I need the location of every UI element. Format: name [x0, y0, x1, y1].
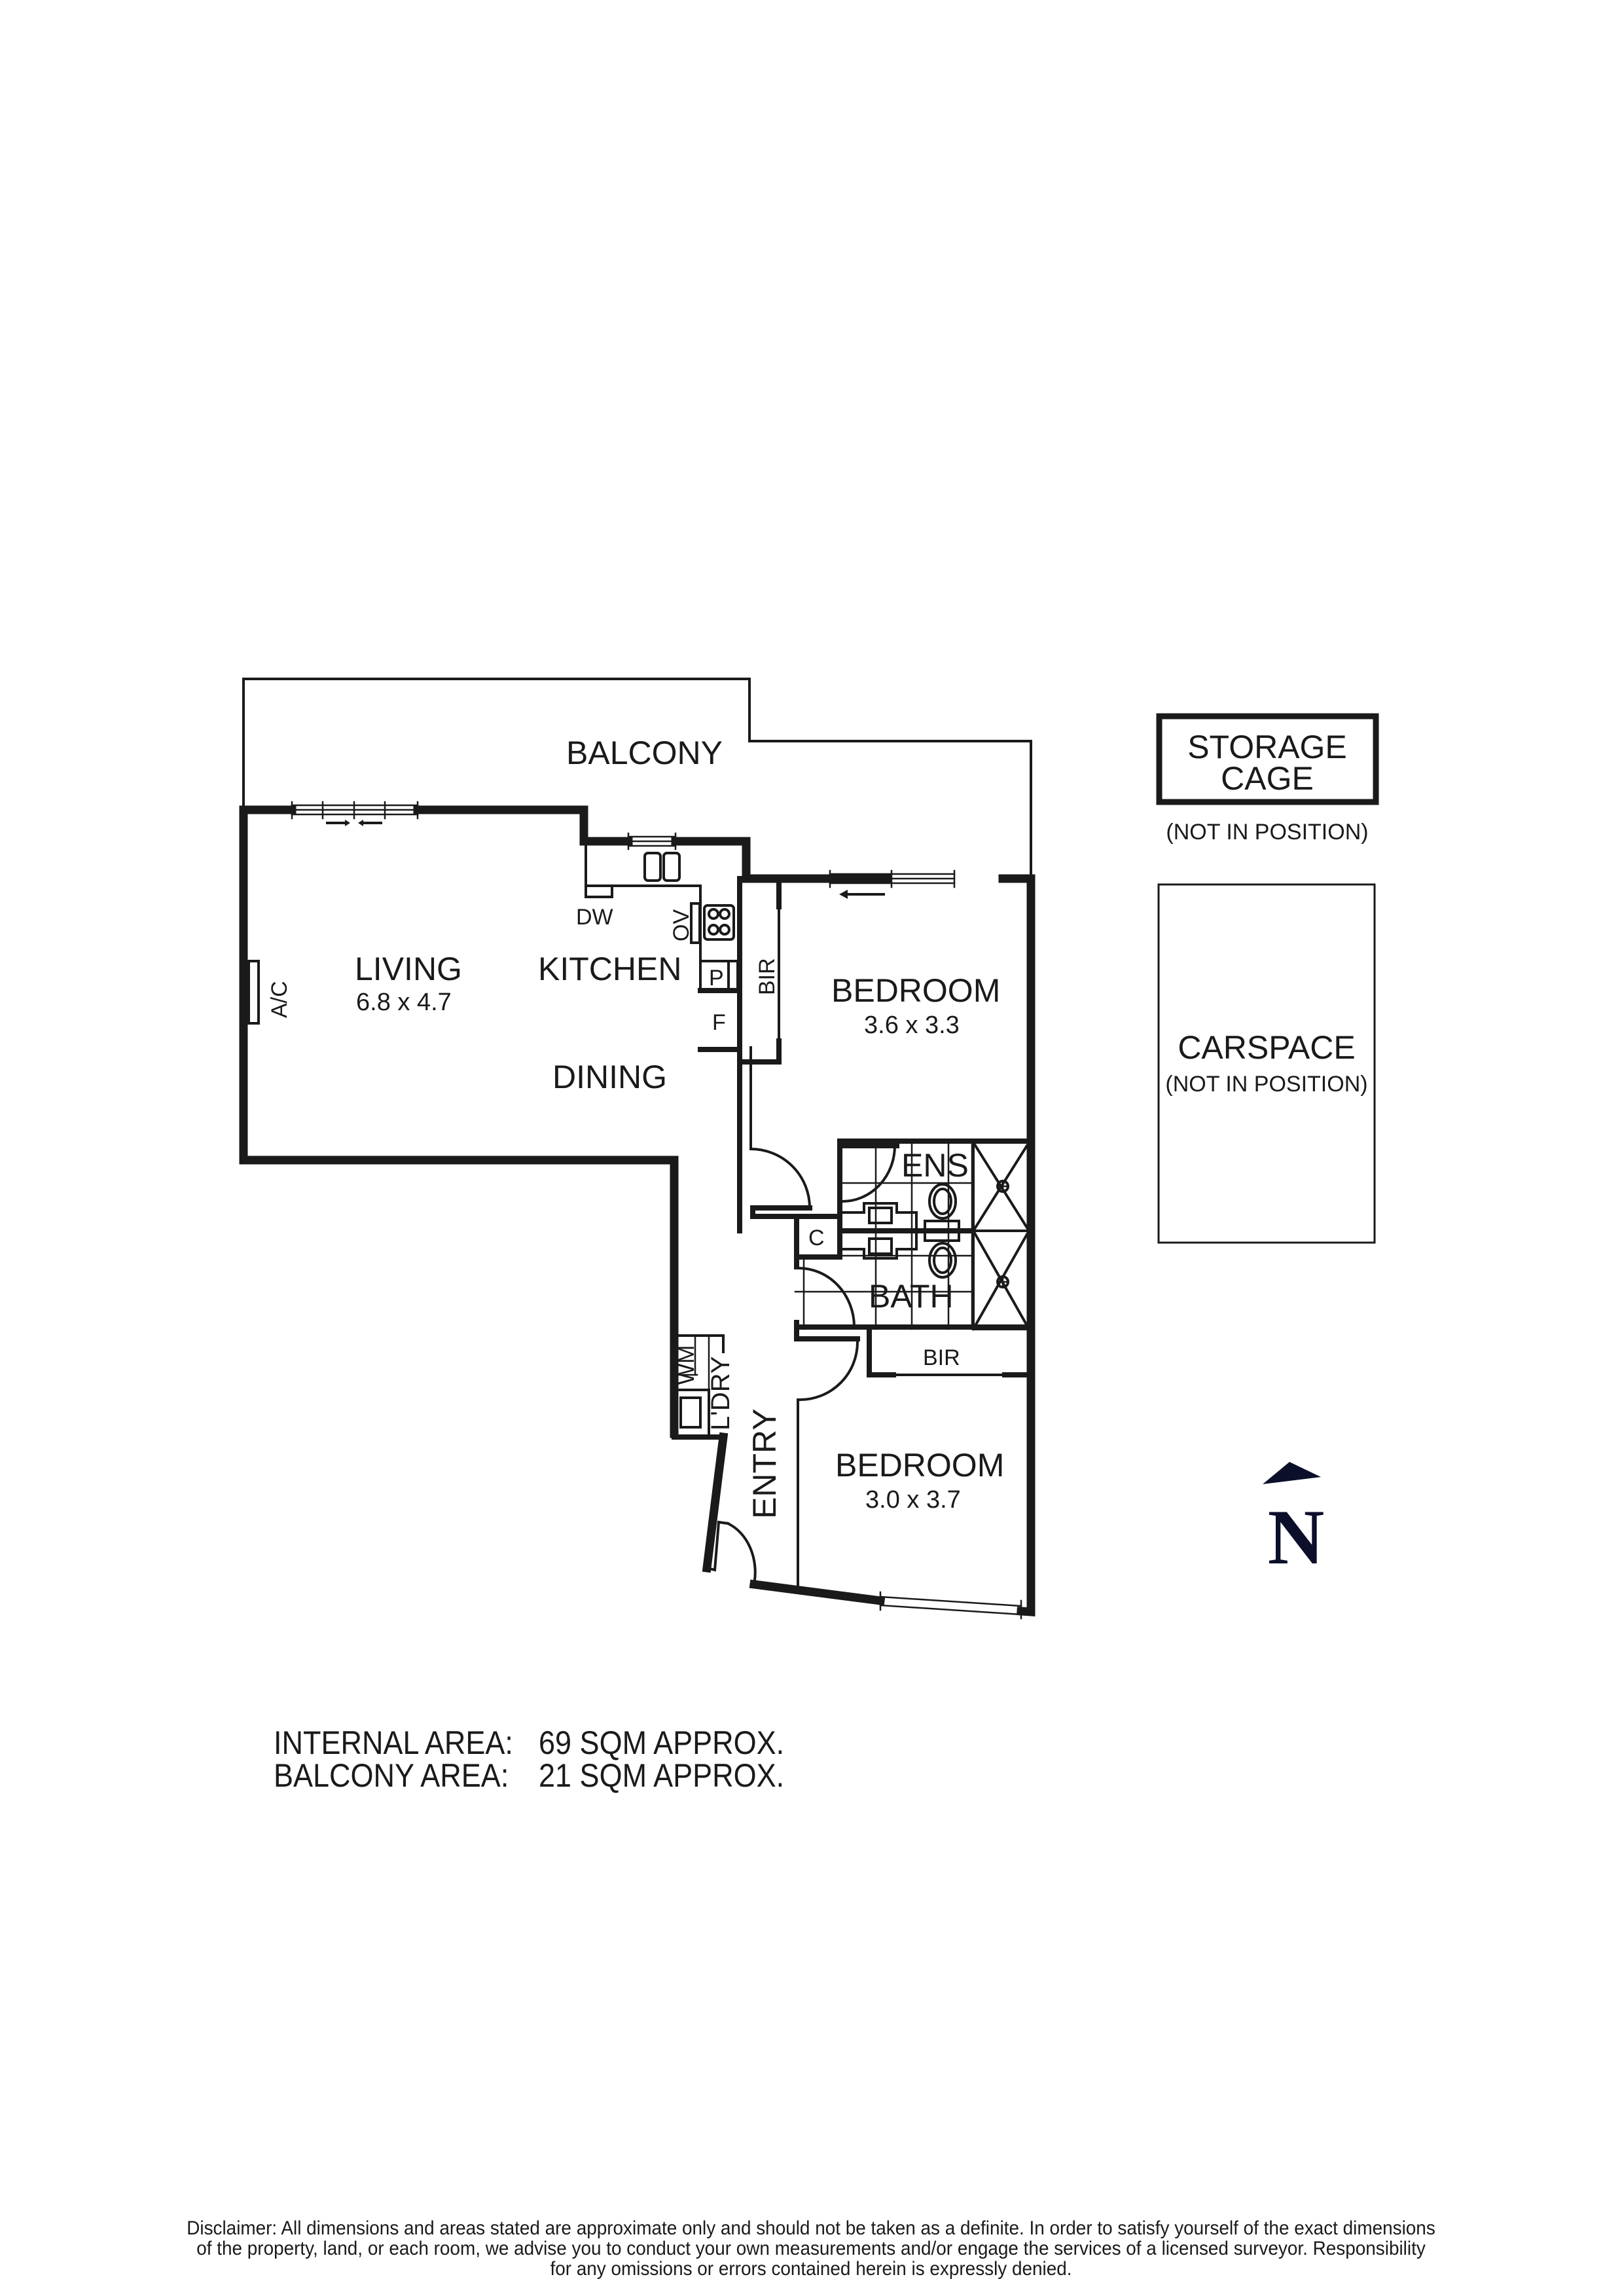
label-living-dimensions: 6.8 x 4.7 — [356, 989, 452, 1016]
label-kitchen: KITCHEN — [538, 951, 681, 987]
storage-cage-note: (NOT IN POSITION) — [1166, 820, 1368, 845]
label-ac: A/C — [267, 981, 292, 1018]
north-compass: N — [1263, 1462, 1324, 1580]
balcony-outline — [242, 678, 1032, 883]
hall-doors — [749, 1046, 840, 1219]
trough-basin-icon — [679, 1396, 702, 1429]
living-sliding-door — [291, 801, 419, 826]
storage-cage-line1: STORAGE — [1187, 729, 1347, 765]
label-entry: ENTRY — [746, 1408, 783, 1519]
internal-area-value: 69 SQM APPROX. — [539, 1724, 785, 1761]
laundry-fixtures — [675, 1334, 710, 1437]
basin-icon — [868, 1237, 893, 1255]
bedroom-2-window — [879, 1591, 1022, 1620]
arrow-right-icon — [345, 820, 350, 826]
label-balcony: BALCONY — [566, 735, 723, 771]
label-bir-2: BIR — [923, 1345, 960, 1370]
label-oven: OV — [669, 909, 694, 941]
balcony-area-row: BALCONY AREA: 21 SQM APPROX. — [274, 1758, 784, 1793]
cupboard-outline — [794, 1214, 842, 1260]
toilet-icon — [928, 1183, 957, 1220]
bedroom-2-door — [797, 1340, 859, 1587]
label-living: LIVING — [355, 951, 462, 987]
label-dining: DINING — [552, 1059, 667, 1095]
sink-bowl-icon — [643, 852, 662, 882]
internal-area-label: INTERNAL AREA: — [274, 1724, 513, 1761]
label-bath: BATH — [869, 1278, 954, 1315]
label-dishwasher: DW — [576, 905, 613, 930]
internal-area-row: INTERNAL AREA: 69 SQM APPROX. — [274, 1726, 784, 1760]
carspace: CARSPACE (NOT IN POSITION) — [1157, 883, 1376, 1244]
arrow-left-icon — [358, 820, 363, 826]
label-bedroom-2-dimensions: 3.0 x 3.7 — [865, 1486, 961, 1514]
label-ensuite: ENS — [901, 1147, 969, 1184]
storage-cage-line2: CAGE — [1221, 760, 1314, 797]
label-bir-1: BIR — [755, 958, 780, 995]
balcony-area-label: BALCONY AREA: — [274, 1757, 509, 1794]
ac-unit-outline — [247, 960, 260, 1025]
disclaimer-line-1: Disclaimer: All dimensions and areas sta… — [187, 2217, 1435, 2239]
disclaimer: Disclaimer: All dimensions and areas sta… — [57, 2218, 1566, 2279]
balcony-area-value: 21 SQM APPROX. — [539, 1757, 785, 1794]
oven-outline — [690, 902, 701, 944]
cooktop-icon — [703, 904, 735, 941]
label-laundry: L'DRY — [706, 1356, 735, 1430]
basin-icon — [868, 1207, 893, 1224]
label-bedroom-1-dimensions: 3.6 x 3.3 — [864, 1011, 960, 1039]
disclaimer-line-3: for any omissions or errors contained he… — [550, 2258, 1072, 2280]
dishwasher-outline — [585, 884, 613, 898]
bedroom-1-sliding-door — [829, 869, 956, 899]
entry-door — [717, 1520, 757, 1586]
kitchen-window — [627, 832, 677, 850]
arrow-left-icon — [839, 890, 848, 899]
label-bedroom-2: BEDROOM — [835, 1447, 1004, 1484]
north-label: N — [1268, 1493, 1325, 1580]
kitchen-fixtures — [242, 843, 740, 1052]
bir-1-walls — [737, 876, 782, 1233]
label-pantry: P — [709, 966, 724, 991]
north-arrow-icon — [1263, 1462, 1321, 1484]
toilet-icon — [928, 1242, 957, 1279]
disclaimer-line-2: of the property, land, or each room, we … — [196, 2238, 1426, 2259]
carspace-label: CARSPACE — [1178, 1029, 1355, 1066]
cistern-icon — [924, 1220, 960, 1242]
label-bedroom-1: BEDROOM — [831, 972, 1000, 1009]
sink-bowl-icon — [662, 852, 681, 882]
label-cupboard: C — [808, 1226, 825, 1250]
bathrooms — [794, 1139, 1034, 1341]
storage-cage: STORAGE CAGE (NOT IN POSITION) — [1156, 713, 1379, 845]
exterior-walls — [239, 805, 1036, 1616]
label-fridge: F — [712, 1010, 726, 1035]
bir-2-walls — [867, 1330, 1032, 1377]
label-washing-machine: WM — [674, 1345, 699, 1385]
carspace-note: (NOT IN POSITION) — [1165, 1072, 1367, 1097]
